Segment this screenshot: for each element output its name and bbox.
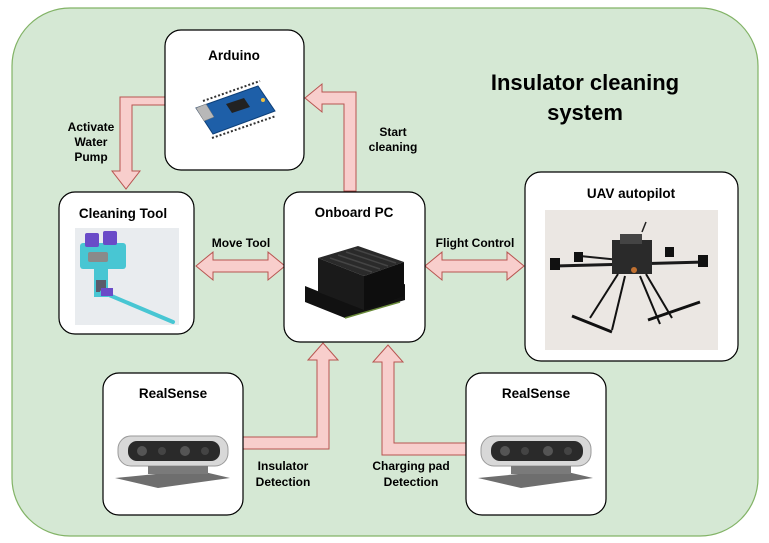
- arrow-insulator-detection: [242, 342, 340, 450]
- system-title-line2: system: [547, 100, 623, 125]
- node-uav-autopilot: UAV autopilot: [524, 171, 739, 362]
- arduino-board-icon: [195, 80, 277, 139]
- label-insulator-line2: Detection: [256, 475, 311, 489]
- node-realsense-left: RealSense: [102, 372, 244, 516]
- arrows: [110, 82, 525, 456]
- label-insulator-line1: Insulator: [258, 459, 309, 473]
- depth-camera-icon: [115, 435, 230, 488]
- computer-module-icon: [305, 246, 405, 319]
- label-activate-line3: Pump: [74, 150, 107, 164]
- cleaning-tool-render-icon: [75, 228, 179, 325]
- label-start-line1: Start: [379, 125, 406, 139]
- node-cleaning-tool-label: Cleaning Tool: [79, 206, 167, 221]
- node-cleaning-tool: Cleaning Tool: [58, 191, 195, 335]
- label-activate-line1: Activate: [68, 120, 115, 134]
- node-realsense-right: RealSense: [465, 372, 607, 516]
- arrow-start-cleaning: [304, 82, 357, 192]
- node-arduino: Arduino: [164, 29, 305, 171]
- arrow-charging-pad-detection: [371, 344, 467, 456]
- node-uav-autopilot-label: UAV autopilot: [587, 186, 676, 201]
- system-title-line1: Insulator cleaning: [491, 70, 679, 95]
- arrow-activate-water-pump: [110, 96, 166, 190]
- node-onboard-pc: Onboard PC: [283, 191, 426, 343]
- arrow-flight-control: [424, 250, 525, 282]
- depth-camera-icon: [478, 435, 593, 488]
- node-realsense-left-label: RealSense: [139, 386, 208, 401]
- node-arduino-label: Arduino: [208, 48, 260, 63]
- label-flight-control: Flight Control: [436, 236, 515, 250]
- label-charging-line2: Detection: [384, 475, 439, 489]
- label-move-tool: Move Tool: [212, 236, 270, 250]
- node-onboard-pc-label: Onboard PC: [315, 205, 394, 220]
- label-activate-line2: Water: [75, 135, 108, 149]
- drone-photo-icon: [545, 210, 718, 350]
- node-realsense-right-label: RealSense: [502, 386, 571, 401]
- label-charging-line1: Charging pad: [372, 459, 449, 473]
- label-start-line2: cleaning: [369, 140, 418, 154]
